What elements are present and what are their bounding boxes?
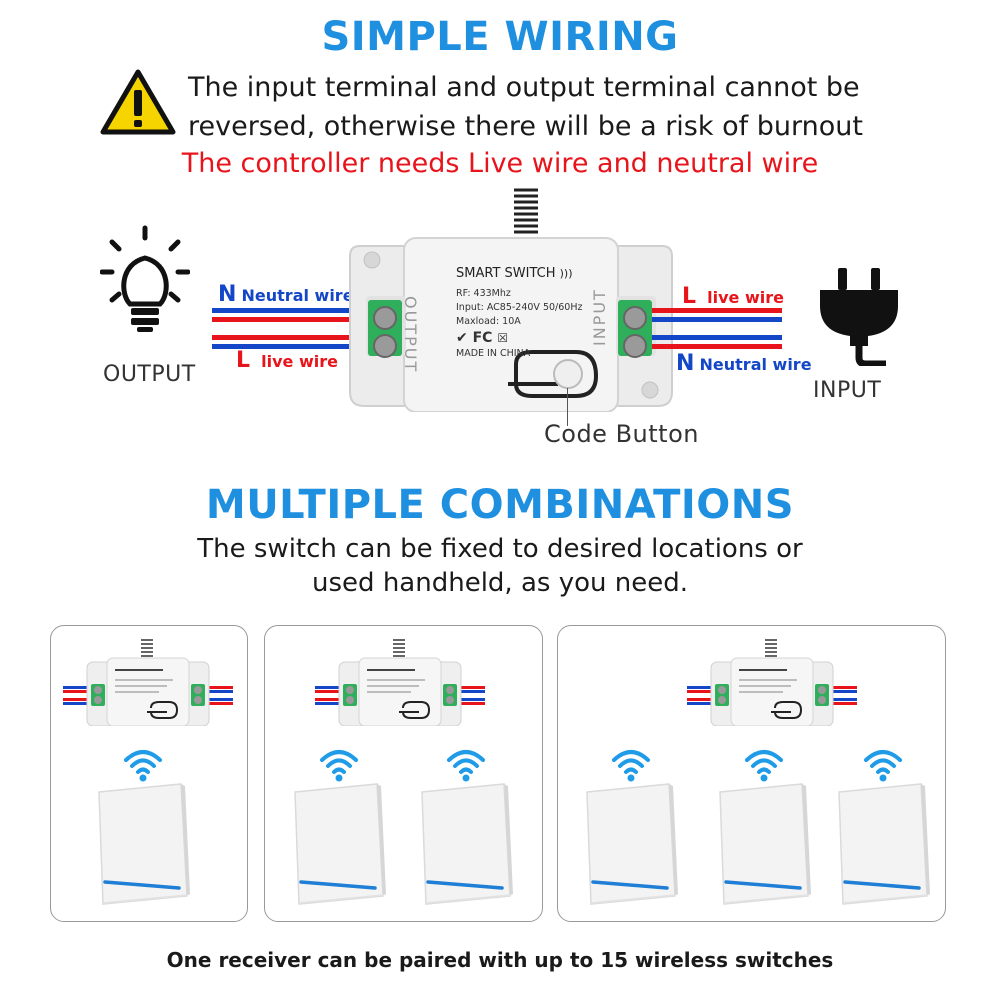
checkmark-icon: ✔: [456, 330, 468, 346]
left-n-letter: N: [218, 282, 237, 307]
wifi-icon: [745, 750, 783, 782]
right-n-text: Neutral wire: [699, 355, 812, 374]
device-side-output: OUTPUT: [401, 296, 420, 374]
left-n-text: Neutral wire: [241, 286, 354, 305]
wireless-wall-switch: [719, 783, 811, 905]
multiple-combinations-title: MULTIPLE COMBINATIONS: [205, 482, 795, 528]
device-title-text: SMART SWITCH: [456, 266, 556, 281]
rf-signal-icon: ))): [559, 267, 573, 280]
warning-icon: [100, 69, 176, 135]
simple-wiring-title: SIMPLE WIRING: [321, 14, 679, 60]
input-terminal-block: [618, 300, 652, 358]
right-neutral-label: N Neutral wire: [676, 351, 812, 376]
wireless-wall-switch: [586, 783, 678, 905]
smart-switch-receiver: OUTPUT INPUT SMART SWITCH ))) RF: 433Mhz…: [346, 236, 676, 412]
warning-line-1: The input terminal and output terminal c…: [188, 72, 860, 103]
wifi-icon: [447, 750, 485, 782]
antenna-spring: [514, 188, 538, 234]
wifi-icon: [124, 750, 162, 782]
wireless-wall-switch: [421, 783, 513, 905]
fcc-mark: FC: [472, 330, 493, 346]
wifi-icon: [320, 750, 358, 782]
wireless-wall-switch: [838, 783, 930, 905]
device-made-in: MADE IN CHINA: [456, 348, 531, 359]
code-button-pointer: [567, 388, 568, 426]
left-neutral-wire-stripe: [212, 344, 360, 349]
wifi-icon: [612, 750, 650, 782]
weee-bin-icon: ☒: [497, 331, 509, 345]
device-input-rating: Input: AC85-240V 50/60Hz: [456, 302, 583, 313]
device-specs: RF: 433Mhz Input: AC85-240V 50/60Hz Maxl…: [456, 287, 582, 329]
wifi-icon: [864, 750, 902, 782]
left-l-text: live wire: [261, 352, 338, 371]
right-neutral-wire: [652, 335, 782, 340]
device-title: SMART SWITCH ))): [456, 266, 573, 281]
combinations-line-2: used handheld, as you need.: [312, 568, 688, 598]
output-label: OUTPUT: [103, 362, 196, 387]
right-neutral-wire-stripe: [652, 344, 782, 349]
device-maxload: Maxload: 10A: [456, 316, 521, 327]
left-l-letter: L: [236, 348, 251, 373]
live-neutral-note: The controller needs Live wire and neutr…: [181, 148, 819, 179]
mini-receiver: [63, 639, 233, 726]
wireless-wall-switch: [294, 783, 386, 905]
input-label: INPUT: [813, 378, 882, 403]
power-plug-icon: [820, 268, 898, 366]
warning-line-2: reversed, otherwise there will be a risk…: [188, 111, 863, 142]
left-neutral-wire: [212, 308, 360, 313]
right-l-letter: L: [682, 284, 697, 309]
mini-receiver: [687, 639, 857, 726]
right-n-letter: N: [676, 351, 695, 376]
left-live-wire: [212, 335, 360, 340]
right-l-text: live wire: [707, 288, 784, 307]
pairing-note: One receiver can be paired with up to 15…: [166, 948, 834, 972]
right-live-wire: [652, 308, 782, 313]
device-cert-marks: ✔ FC ☒: [456, 330, 508, 346]
device-rf: RF: 433Mhz: [456, 288, 511, 299]
output-terminal-block: [368, 300, 402, 358]
combinations-line-1: The switch can be fixed to desired locat…: [197, 534, 803, 564]
right-live-wire-stripe: [652, 317, 782, 322]
light-bulb-icon: [100, 225, 190, 332]
left-live-label: L live wire: [236, 348, 338, 373]
code-button-label: Code Button: [544, 420, 699, 448]
wireless-wall-switch: [98, 783, 190, 905]
right-live-label: L live wire: [682, 284, 784, 309]
mini-receiver: [315, 639, 485, 726]
left-live-wire-stripe: [212, 317, 360, 322]
device-side-input: INPUT: [590, 288, 609, 346]
left-neutral-label: N Neutral wire: [218, 282, 354, 307]
